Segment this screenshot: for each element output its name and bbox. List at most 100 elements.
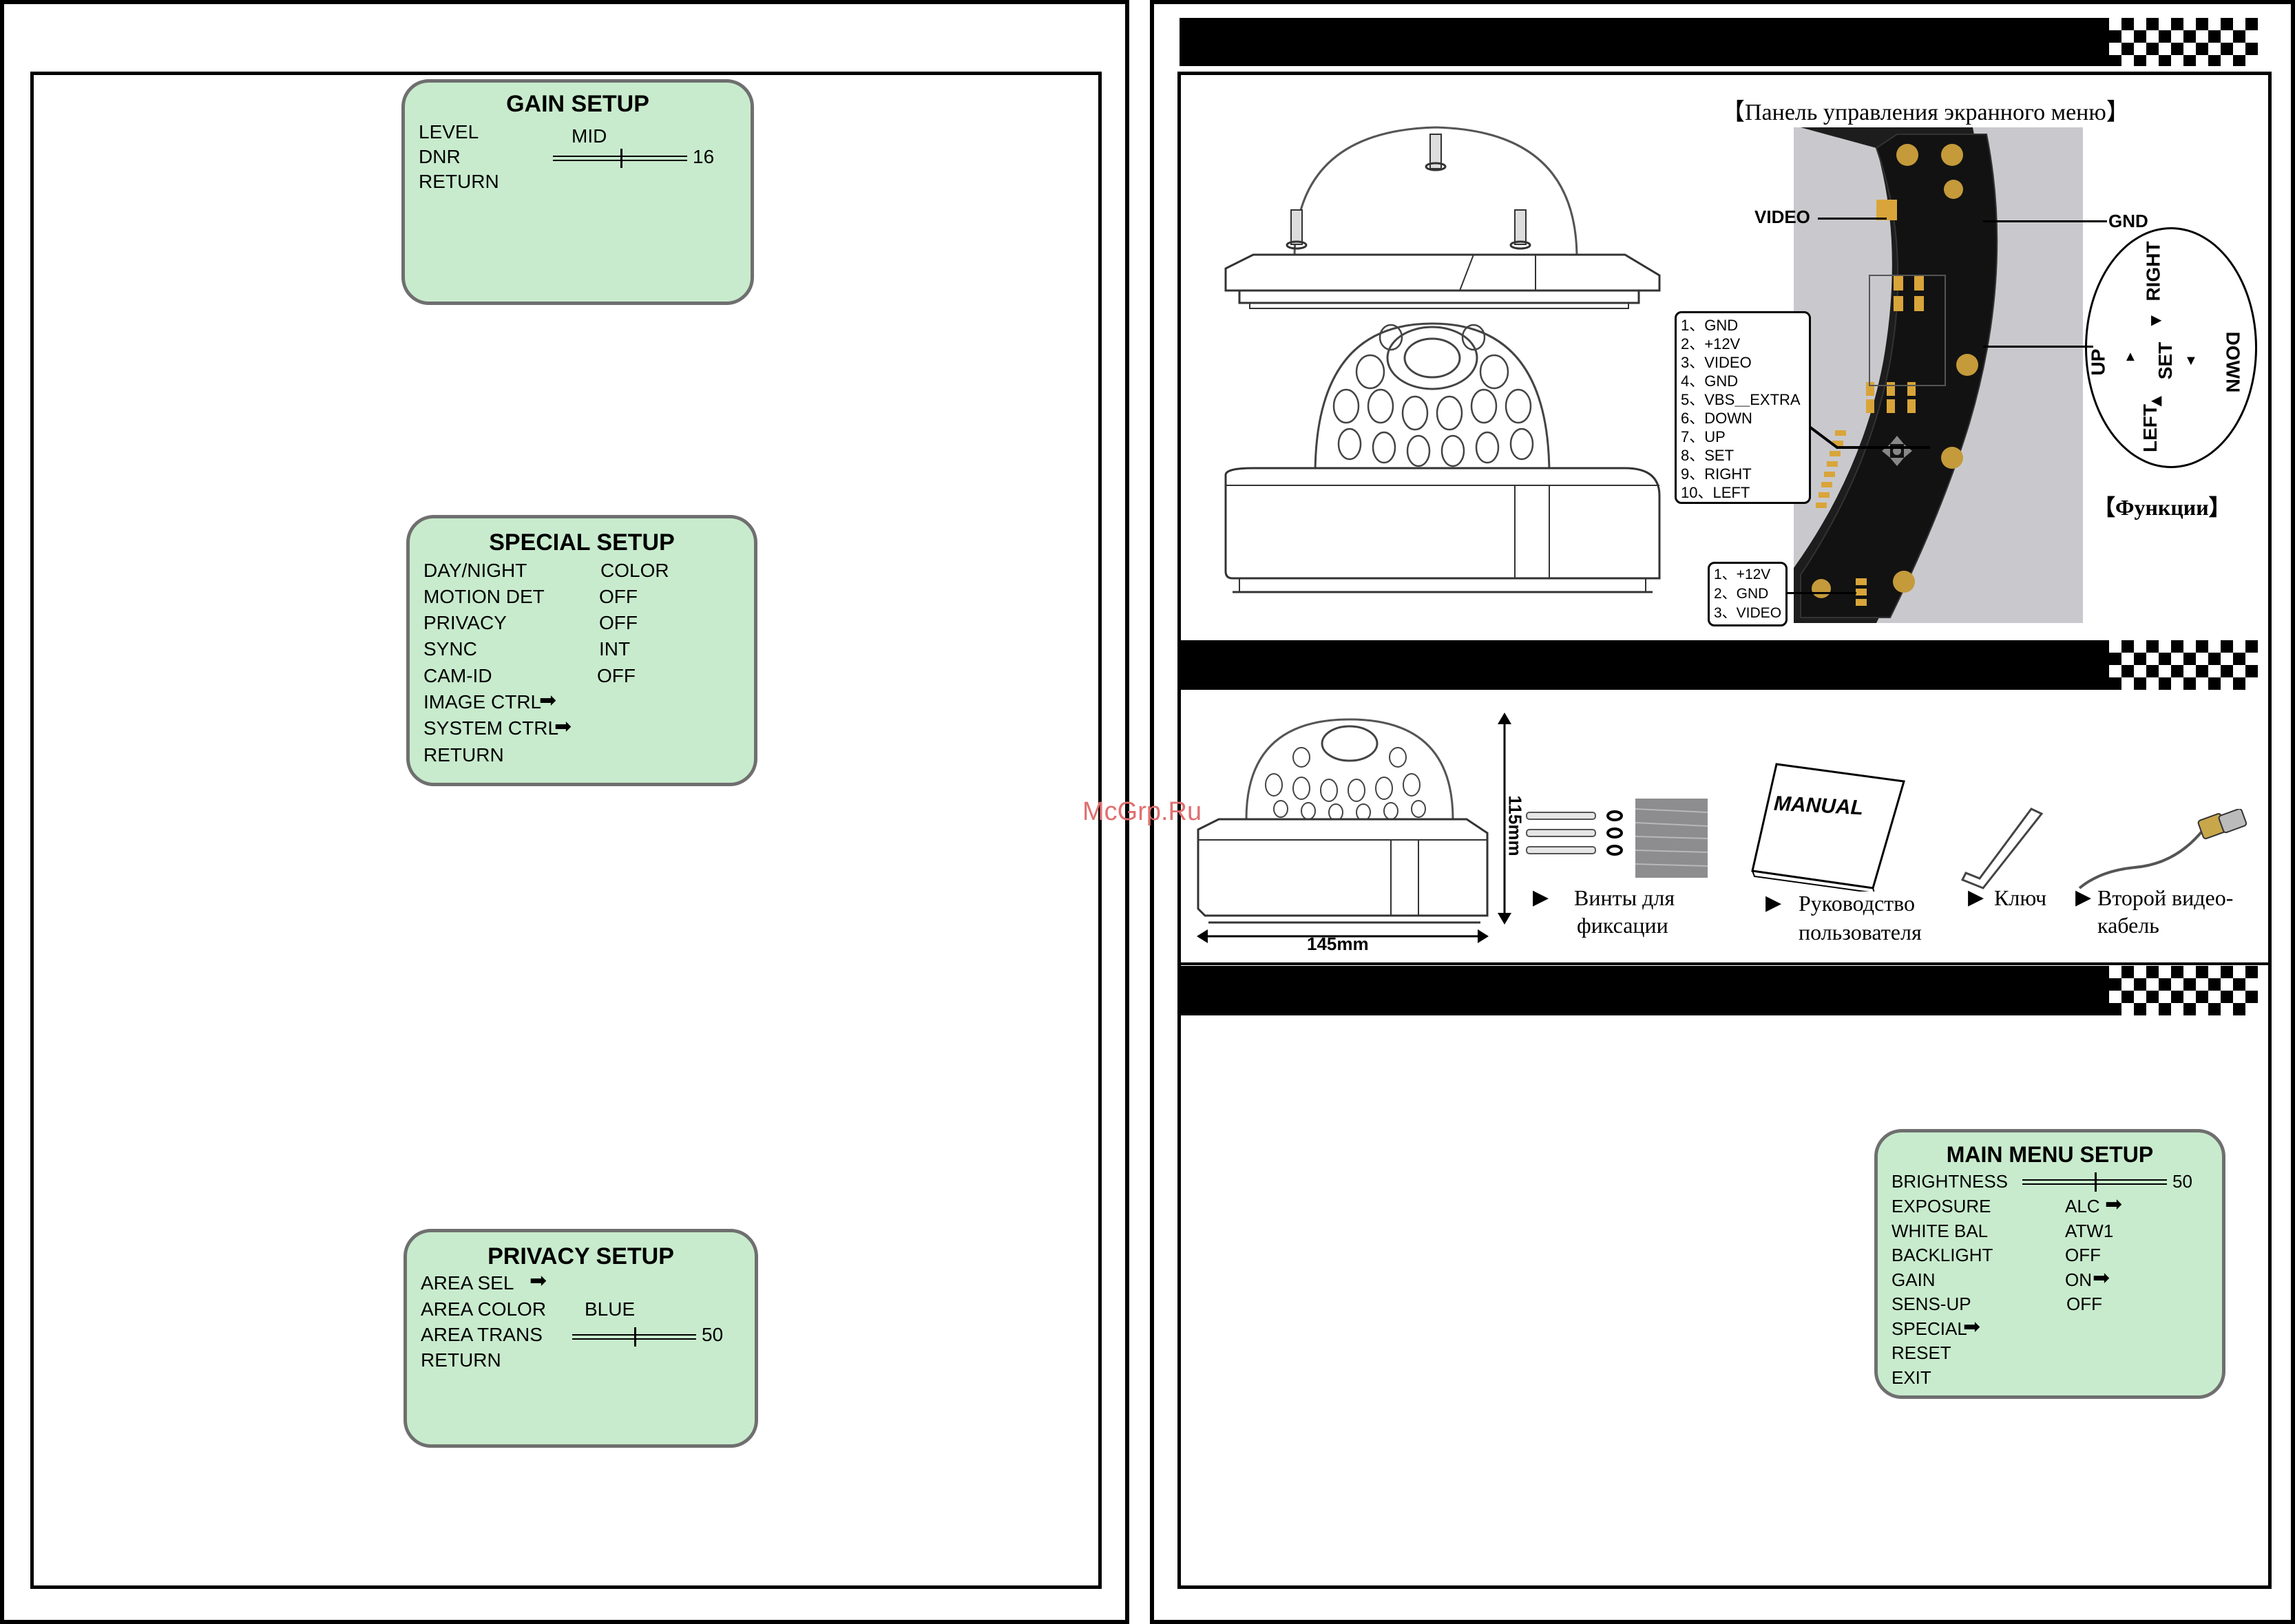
pin-label: 8、SET	[1681, 447, 1735, 464]
submenu-arrow-icon: ➡	[2105, 1193, 2123, 1216]
contents-item-screws-line1: Винты для	[1574, 885, 1675, 910]
section-divider	[1180, 962, 2272, 965]
main-whitebal-label: WHITE BAL	[1891, 1221, 1989, 1241]
gain-dnr-slider	[553, 149, 687, 168]
right-page-border	[1177, 72, 2272, 1589]
gnd-callout-line	[1983, 220, 2107, 222]
special-setup-title: SPECIAL SETUP	[489, 529, 675, 556]
privacy-setup-menu: PRIVACY SETUP AREA SEL ➡ AREA COLOR BLUE…	[404, 1229, 758, 1448]
main-backlight-value: OFF	[2065, 1245, 2101, 1265]
main-whitebal-value: ATW1	[2065, 1221, 2114, 1241]
pin-label: 7、UP	[1681, 428, 1726, 445]
video-callout-label: VIDEO	[1754, 207, 1810, 227]
ir-module	[1314, 322, 1551, 476]
contents-item-marker: ▶	[1533, 886, 1549, 909]
video-cable-drawing	[2078, 809, 2247, 889]
special-camid-label: CAM-ID	[423, 665, 492, 686]
privacy-areacolor-value: BLUE	[585, 1298, 636, 1320]
submenu-arrow-icon: ➡	[554, 715, 572, 738]
privacy-areacolor-label: AREA COLOR	[421, 1298, 547, 1320]
main-gain-value: ON	[2065, 1269, 2092, 1290]
checker-pattern	[2109, 966, 2258, 1015]
left-arrow-icon: ◀	[2151, 393, 2162, 408]
special-privacy-value: OFF	[599, 612, 638, 633]
key-left-label: LEFT	[2139, 404, 2161, 452]
gain-setup-menu: GAIN SETUP LEVEL MID DNR 16 RETURN	[401, 79, 754, 305]
pin-label: 5、VBS＿EXTRA	[1681, 391, 1801, 408]
contents-item-manual-line1: Руководство	[1799, 891, 1916, 916]
main-sensup-label: SENS-UP	[1891, 1294, 1971, 1314]
power-leader-line	[1788, 592, 1856, 594]
key-right-label: RIGHT	[2142, 241, 2164, 302]
camera-base	[1224, 467, 1661, 580]
special-imagectrl-label: IMAGE CTRL	[423, 691, 542, 713]
privacy-areasel-label: AREA SEL	[421, 1272, 514, 1294]
special-return-label: RETURN	[423, 744, 504, 766]
contents-item-screws-line2: фиксации	[1577, 913, 1668, 938]
special-motion-label: MOTION DET	[423, 586, 545, 607]
contents-item-marker: ▶	[1765, 892, 1782, 914]
main-special-label: SPECIAL	[1891, 1318, 1967, 1339]
main-menu-title: MAIN MENU SETUP	[1946, 1142, 2154, 1167]
privacy-return-label: RETURN	[421, 1349, 501, 1371]
main-brightness-label: BRIGHTNESS	[1891, 1171, 2009, 1192]
special-sync-value: INT	[599, 638, 631, 660]
main-menu-setup: MAIN MENU SETUP BRIGHTNESS 50 EXPOSURE A…	[1874, 1129, 2225, 1399]
privacy-areatrans-label: AREA TRANS	[421, 1324, 543, 1345]
submenu-arrow-icon: ➡	[2093, 1267, 2110, 1289]
fixing-screws-drawing	[1526, 799, 1708, 878]
screw-icon	[1286, 209, 1308, 250]
functions-key-diagram	[2085, 227, 2257, 468]
pin-label: 1、+12V	[1714, 567, 1771, 582]
width-dimension-label: 145mm	[1307, 934, 1369, 954]
main-exposure-label: EXPOSURE	[1891, 1196, 1991, 1216]
video-callout-line	[1818, 218, 1887, 220]
power-pin-list: 1、+12V 2、GND 3、VIDEO	[1708, 562, 1788, 626]
main-exit-label: EXIT	[1891, 1367, 1931, 1388]
section-header-bar	[1180, 966, 2109, 1015]
gain-return-label: RETURN	[419, 171, 499, 192]
gain-level-value: MID	[572, 125, 607, 147]
contents-item-cable-line2: кабель	[2097, 913, 2159, 938]
screw-icon	[1425, 134, 1447, 171]
pin-label: 4、GND	[1681, 372, 1739, 390]
gain-level-label: LEVEL	[419, 121, 479, 143]
privacy-setup-title: PRIVACY SETUP	[488, 1243, 674, 1269]
pin-label: 3、VIDEO	[1681, 354, 1752, 371]
contents-item-cable-line1: Второй видео-	[2097, 885, 2234, 910]
key-set-label: SET	[2155, 341, 2177, 380]
down-arrow-icon: ▼	[2184, 353, 2198, 368]
key-diagram-leader-line	[1983, 346, 2093, 348]
connector-pin-list: 1、GND 2、+12V 3、VIDEO 4、GND 5、VBS＿EXTRA 6…	[1675, 311, 1811, 504]
special-sync-label: SYNC	[423, 638, 477, 660]
left-page-frame	[0, 0, 1129, 1624]
contents-item-marker: ▶	[1968, 886, 1984, 909]
user-manual-drawing	[1751, 763, 1905, 892]
pin-label: 9、RIGHT	[1681, 465, 1752, 483]
dome-cover	[1293, 126, 1578, 259]
dome-camera-exploded-drawing	[1224, 126, 1661, 593]
submenu-arrow-icon: ➡	[1963, 1316, 1981, 1338]
right-arrow-icon: ▶	[2151, 313, 2162, 328]
screw-icon	[1509, 209, 1531, 250]
pin-list-leader-line	[1810, 425, 1930, 449]
submenu-arrow-icon: ➡	[530, 1269, 547, 1292]
key-up-label: UP	[2087, 348, 2109, 376]
special-setup-menu: SPECIAL SETUP DAY/NIGHT COLOR MOTION DET…	[406, 515, 757, 786]
main-brightness-slider	[2022, 1172, 2167, 1192]
watermark-text: McGrp.Ru	[1082, 797, 1202, 826]
main-exposure-value: ALC	[2065, 1196, 2100, 1216]
contents-item-key-line1: Ключ	[1994, 885, 2047, 910]
checker-pattern	[2109, 640, 2258, 690]
key-down-label: DOWN	[2222, 331, 2244, 393]
special-systemctrl-label: SYSTEM CTRL	[423, 717, 559, 739]
special-camid-value: OFF	[597, 665, 636, 686]
cover-ring	[1224, 253, 1661, 292]
up-arrow-icon: ▲	[2124, 349, 2137, 364]
privacy-areatrans-value: 50	[702, 1324, 724, 1345]
pin-label: 10、LEFT	[1681, 484, 1750, 501]
pin-label: 6、DOWN	[1681, 410, 1752, 427]
submenu-arrow-icon: ➡	[539, 689, 557, 712]
section-header-bar	[1180, 18, 2109, 66]
pin-label: 2、GND	[1714, 586, 1769, 602]
